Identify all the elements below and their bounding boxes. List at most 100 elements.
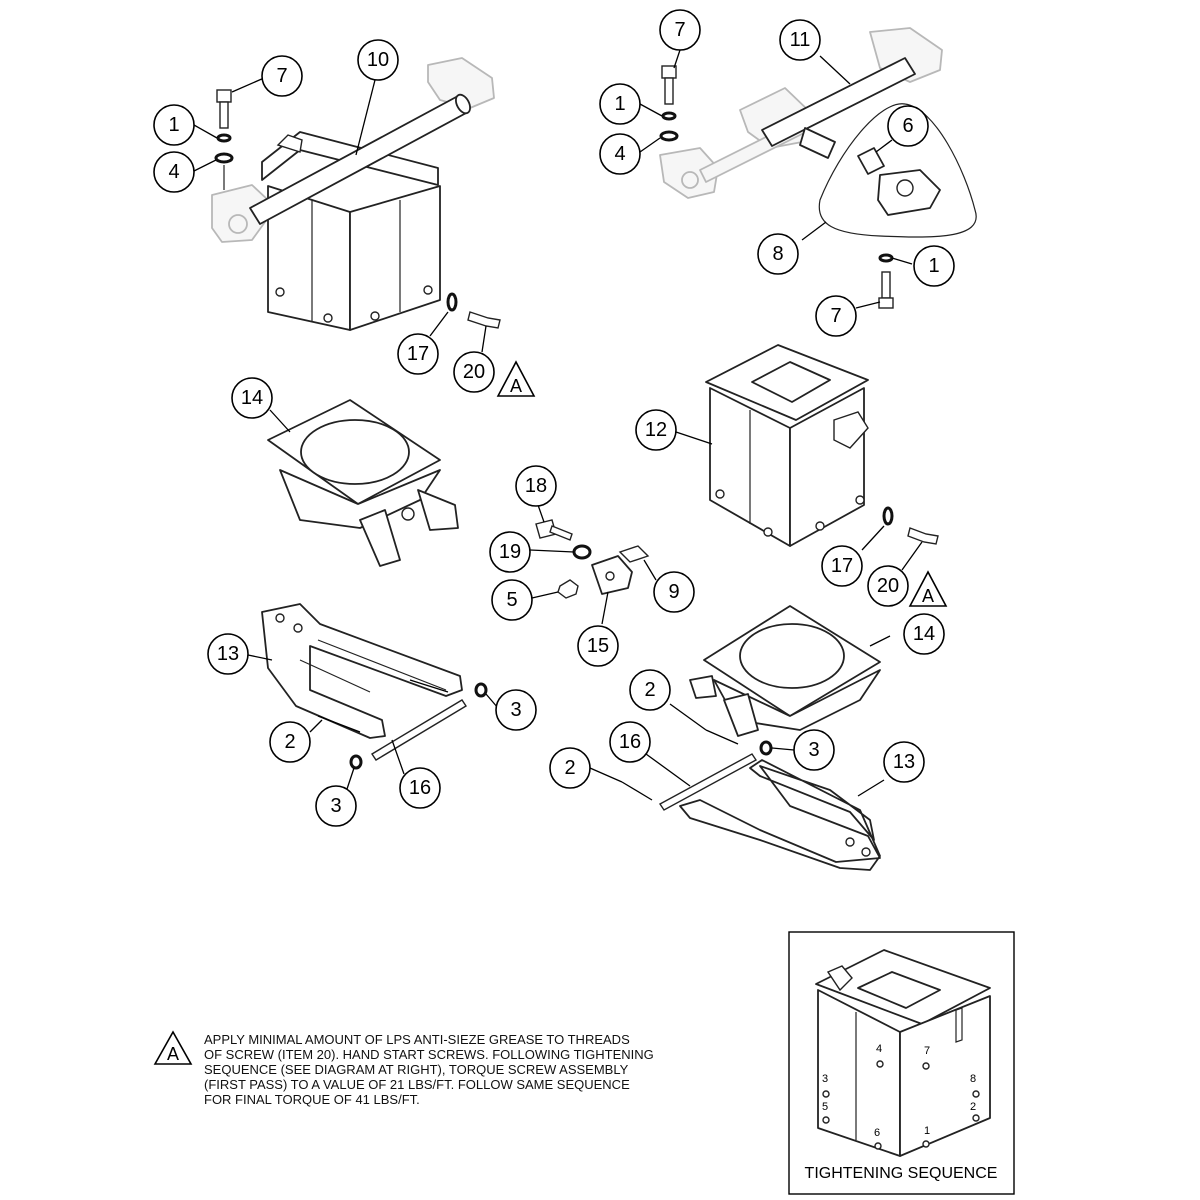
housing-12-hole-c <box>815 521 825 531</box>
sequence-number-4: 4 <box>876 1043 882 1055</box>
callout-2c: 2 <box>549 747 591 789</box>
sequence-hole-2 <box>972 1114 980 1122</box>
screw-20a <box>467 311 501 329</box>
leader-1c <box>891 257 913 265</box>
svg-text:18: 18 <box>525 475 547 497</box>
svg-text:15: 15 <box>587 635 609 657</box>
link-13b-hole-a <box>845 837 855 847</box>
callout-8: 8 <box>757 233 799 275</box>
svg-text:3: 3 <box>330 795 341 817</box>
washer-3b <box>349 754 363 770</box>
sequence-hole-1 <box>922 1140 930 1148</box>
svg-text:3: 3 <box>510 699 521 721</box>
link-13b-frame <box>679 759 881 871</box>
flange-14b-bore <box>739 623 845 689</box>
callout-18: 18 <box>515 465 557 507</box>
callout-15: 15 <box>577 625 619 667</box>
svg-text:1: 1 <box>614 93 625 115</box>
housing-10-side <box>349 185 441 331</box>
svg-text:A: A <box>167 1044 179 1064</box>
shaft-11 <box>761 57 916 147</box>
callout-16b: 16 <box>609 721 651 763</box>
callout-14a: 14 <box>231 377 273 419</box>
assembly-top-right <box>659 27 977 309</box>
svg-text:2: 2 <box>644 679 655 701</box>
callout-2a: 2 <box>269 721 311 763</box>
leader-13b <box>857 779 885 797</box>
housing-12-ear <box>833 411 869 449</box>
housing-12-hole-d <box>855 495 865 505</box>
svg-text:13: 13 <box>893 751 915 773</box>
callout-6: 6 <box>887 105 929 147</box>
callout-1b: 1 <box>599 83 641 125</box>
leader-17a <box>429 311 449 337</box>
flange-14a-arm <box>359 509 401 567</box>
svg-text:1: 1 <box>928 255 939 277</box>
sequence-number-6: 6 <box>874 1127 880 1139</box>
housing-10-hole-d <box>423 285 433 295</box>
leader-16a <box>391 739 405 775</box>
callout-2b: 2 <box>629 669 671 711</box>
shaft-10-end <box>455 93 471 115</box>
callout-4b: 4 <box>599 133 641 175</box>
svg-text:2: 2 <box>284 731 295 753</box>
sequence-number-1: 1 <box>924 1125 930 1137</box>
sequence-hole-3 <box>822 1090 830 1098</box>
svg-text:10: 10 <box>367 49 389 71</box>
leader-2b <box>669 703 707 731</box>
leader-6 <box>875 139 893 153</box>
leader-1a <box>193 124 218 139</box>
leader-7c <box>855 301 881 309</box>
leader-14a <box>269 409 291 433</box>
sequence-hole-8 <box>972 1090 980 1098</box>
callouts: 7 10 1 4 7 11 1 4 6 8 1 7 17 20 14 12 18… <box>153 9 955 827</box>
pin-16a <box>371 699 467 761</box>
leader-13a <box>247 654 273 661</box>
housing-12-opening <box>751 361 831 403</box>
leader-3c <box>771 747 795 751</box>
bolt-7c-shank <box>881 271 891 299</box>
svg-text:17: 17 <box>831 555 853 577</box>
pin-2a-upper <box>409 679 449 693</box>
sequence-numbers: 4 7 3 8 5 2 6 1 <box>822 1043 976 1139</box>
bolt-7c-head <box>878 297 894 309</box>
leader-lines <box>193 49 923 797</box>
callout-19: 19 <box>489 531 531 573</box>
svg-text:20: 20 <box>463 361 485 383</box>
leader-20b <box>901 541 923 571</box>
washer-4a <box>214 152 234 164</box>
callout-3c: 3 <box>793 729 835 771</box>
svg-text:A: A <box>510 376 522 396</box>
flange-14a-body <box>279 469 441 529</box>
sequence-hole-6 <box>874 1142 882 1150</box>
assembly-top-left <box>211 57 501 331</box>
link-13a-hole-b <box>293 623 303 633</box>
housing-10-hole-b <box>323 313 333 323</box>
sequence-housing-ear <box>826 965 853 992</box>
leader-4a <box>193 159 217 172</box>
washer-3a <box>474 682 488 698</box>
callout-14b: 14 <box>903 613 945 655</box>
callout-7c: 7 <box>815 295 857 337</box>
sequence-number-2: 2 <box>970 1101 976 1113</box>
detail-outline-8 <box>818 103 977 238</box>
washer-1c <box>878 253 894 263</box>
flange-14a-group <box>267 399 459 567</box>
sequence-housing-side <box>899 995 991 1157</box>
leader-5 <box>531 591 559 599</box>
sequence-housing-slot <box>955 1007 963 1043</box>
svg-text:3: 3 <box>808 739 819 761</box>
housing-12-hole-b <box>763 527 773 537</box>
leader-2a <box>309 719 323 733</box>
svg-text:9: 9 <box>668 581 679 603</box>
leader-20a <box>481 325 487 353</box>
flange-14a-lug <box>417 489 459 531</box>
svg-text:A: A <box>922 586 934 606</box>
sequence-hole-4 <box>876 1060 884 1068</box>
note-marker-2: A <box>908 570 948 607</box>
leader-2c <box>589 767 623 783</box>
sequence-hole-7 <box>922 1062 930 1070</box>
callout-17a: 17 <box>397 333 439 375</box>
assembly-note: APPLY MINIMAL AMOUNT OF LPS ANTI-SIEZE G… <box>204 1032 654 1107</box>
callout-13b: 13 <box>883 741 925 783</box>
